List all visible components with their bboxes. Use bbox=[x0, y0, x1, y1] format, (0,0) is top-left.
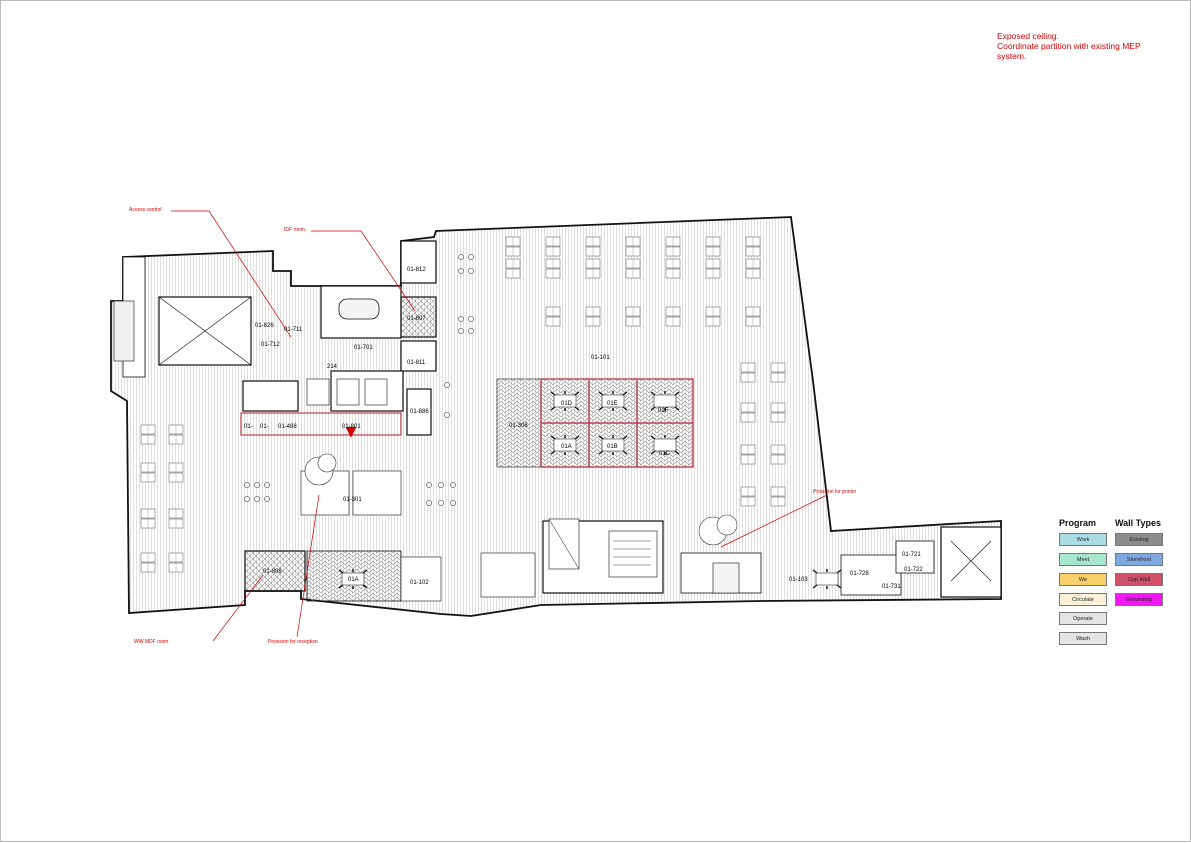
legend-swatch-work: Work bbox=[1059, 533, 1107, 546]
room-tag: 01-886 bbox=[410, 409, 429, 415]
callout-reception: Provision for reception bbox=[268, 639, 318, 645]
room-tag: 01-811 bbox=[407, 360, 426, 366]
room-tag: 01-101 bbox=[591, 355, 610, 361]
legend-swatch-existing: Existing bbox=[1115, 533, 1163, 546]
room-tags: 01-812 01-807 01-811 01-701 01-826 01-71… bbox=[244, 267, 923, 590]
room-tag: 01-712 bbox=[261, 342, 280, 348]
room-tag: 01-728 bbox=[850, 571, 869, 577]
planters bbox=[304, 453, 738, 546]
legend-swatch-grounding: Grounding bbox=[1115, 593, 1163, 606]
room-tag: 01A bbox=[561, 444, 572, 450]
room-tag: 01-721 bbox=[902, 552, 921, 558]
room-tag: 01D bbox=[561, 401, 573, 407]
legend-swatch-operate: Operate bbox=[1059, 612, 1107, 625]
room-tag: 01-306 bbox=[509, 423, 528, 429]
room-tag: 01-711 bbox=[284, 327, 303, 333]
callout-ww-mdf-room: WW MDF room bbox=[134, 639, 169, 645]
room-tag: 01F bbox=[658, 408, 669, 414]
legend-swatch-storefront: Storefront bbox=[1115, 553, 1163, 566]
legend-swatch-gyp-wall: Gyp Wall bbox=[1115, 573, 1163, 586]
callout-access-control: Access control bbox=[129, 207, 162, 213]
callout-leaders bbox=[171, 210, 828, 642]
room-tag: 01-301 bbox=[343, 497, 362, 503]
room-tag: 01-488 bbox=[278, 424, 297, 430]
general-note: Exposed ceiling. Coordinate partition wi… bbox=[997, 31, 1141, 61]
room-tag: 01-103 bbox=[789, 577, 808, 583]
callout-printer: Provision for printer bbox=[813, 489, 857, 495]
room-tag: 01-806 bbox=[263, 569, 282, 575]
room-tag: 01A bbox=[348, 577, 359, 583]
room-tag: 01- bbox=[244, 424, 253, 430]
room-tag: 01C bbox=[659, 451, 671, 457]
room-tag: 01-801 bbox=[342, 424, 361, 430]
room-tag: 01E bbox=[607, 401, 618, 407]
room-tag: 01-807 bbox=[407, 316, 426, 322]
room-tag: 01-722 bbox=[904, 567, 923, 573]
room-tag: 01-102 bbox=[410, 580, 429, 586]
room-tag: 01-826 bbox=[255, 323, 274, 329]
legend-program-title: Program bbox=[1059, 518, 1097, 528]
room-tag: 01-731 bbox=[882, 584, 901, 590]
legend-swatch-circulate: Circulate bbox=[1059, 593, 1107, 606]
legend-swatch-wash: Wash bbox=[1059, 632, 1107, 645]
conference-pods bbox=[338, 378, 842, 590]
room-tag: 214 bbox=[327, 364, 338, 370]
room-tag: 01-812 bbox=[407, 267, 426, 273]
room-tag: 01B bbox=[607, 444, 618, 450]
legend-swatch-we: We bbox=[1059, 573, 1107, 586]
room-tag: 01-701 bbox=[354, 345, 373, 351]
room-tag: 01- bbox=[260, 424, 269, 430]
callout-idf-room: IDF room bbox=[284, 227, 305, 233]
legend-swatch-meet: Meet bbox=[1059, 553, 1107, 566]
legend-wall-title: Wall Types bbox=[1115, 518, 1162, 528]
